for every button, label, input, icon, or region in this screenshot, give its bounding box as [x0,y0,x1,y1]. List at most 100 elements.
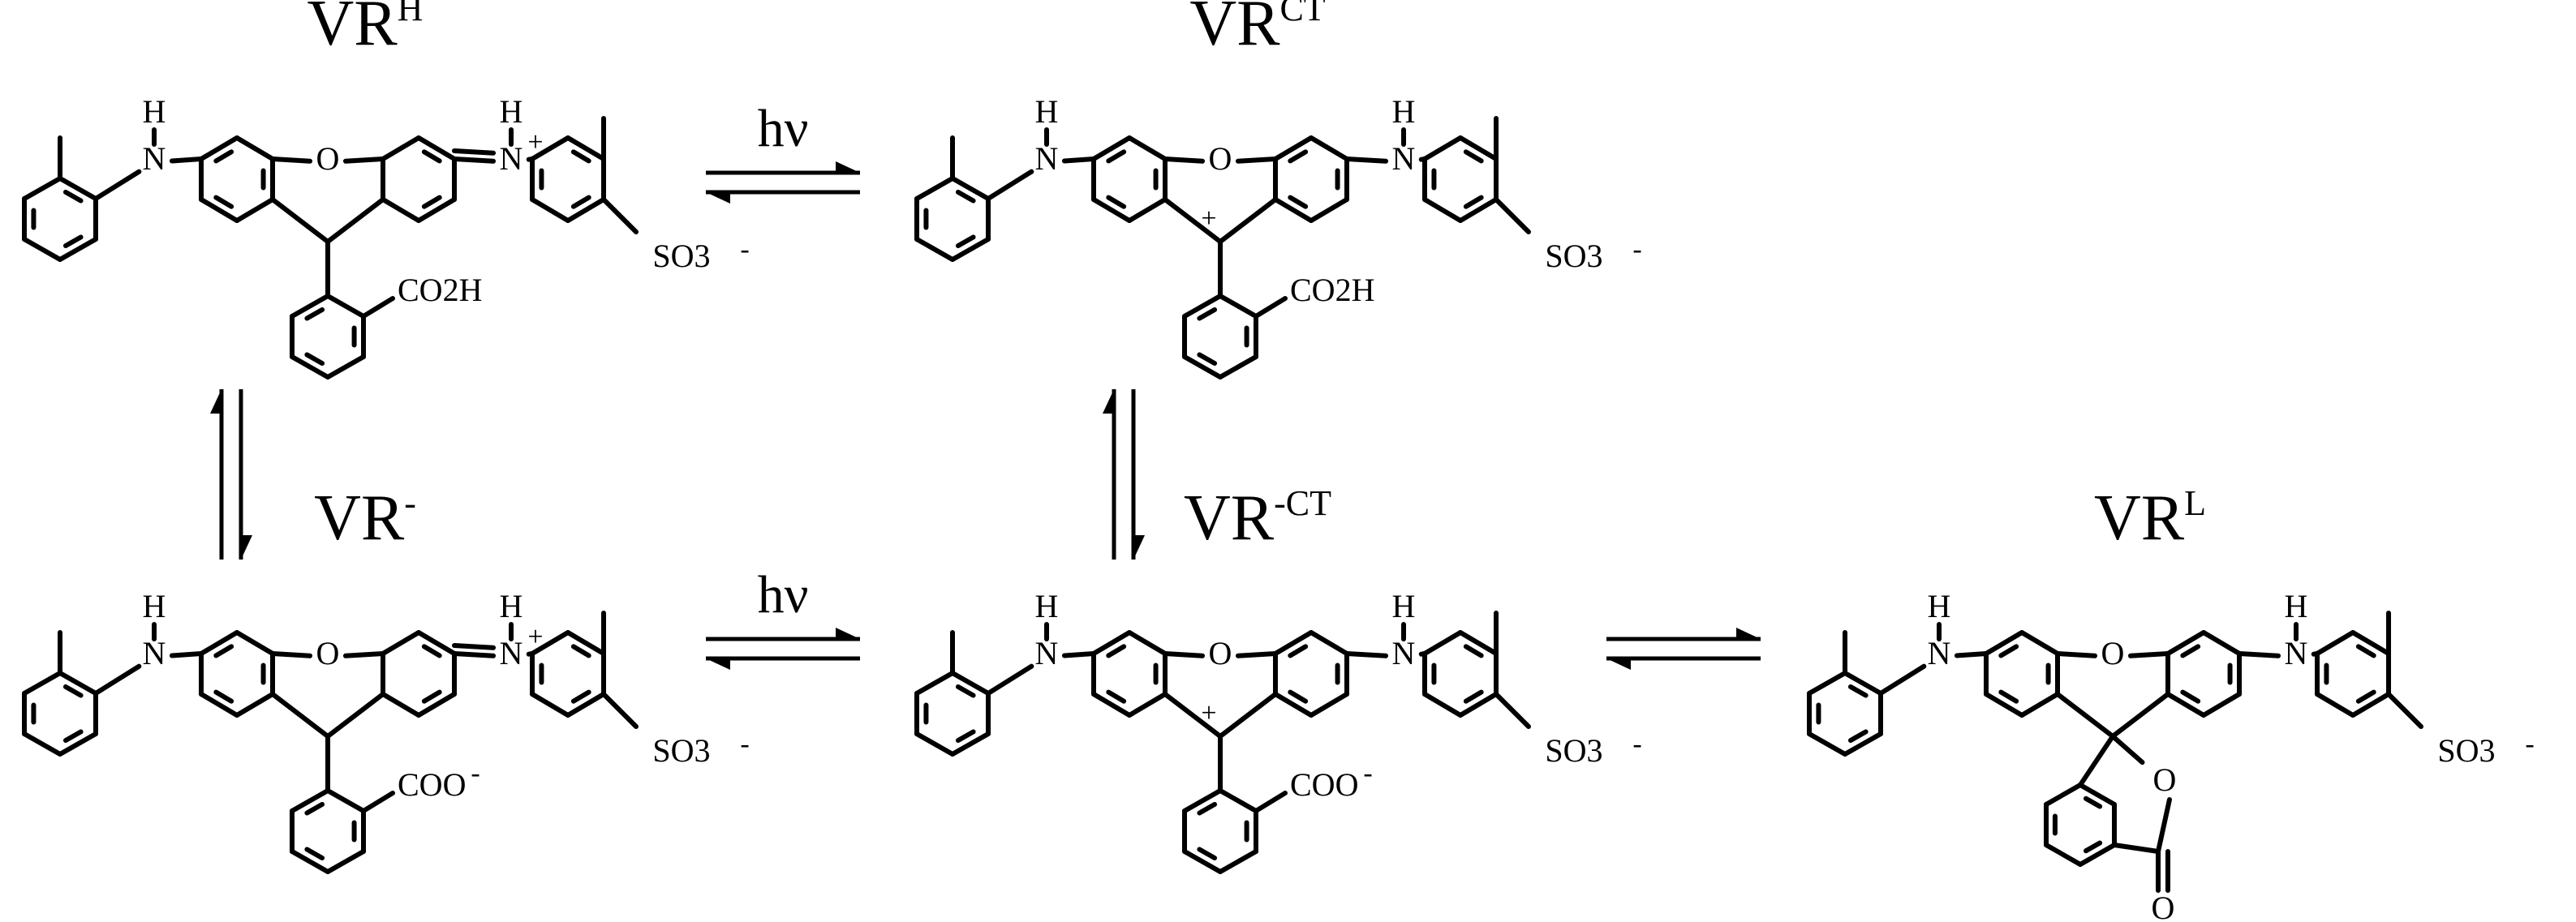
bond [2112,843,2161,854]
bond [270,197,330,244]
bond [361,296,395,319]
double-bond-line [570,644,591,658]
bond [530,692,570,718]
positive-charge: + [527,622,543,652]
species-label-base: VR [2094,482,2185,554]
hydrogen-atom: H [1392,93,1416,130]
bond [325,294,366,319]
bond [1273,692,1314,718]
double-bond-line [2180,689,2201,704]
bond [1218,692,1278,739]
species-label-vrm: VR- [314,482,416,554]
bond [2315,630,2355,656]
bond [1273,135,1314,161]
equilibrium-arrow-top-horizontal: hν [706,99,860,204]
bond [2127,651,2170,658]
oxygen-atom: O [1209,635,1232,671]
double-bond-line [570,149,591,164]
bond [381,197,421,223]
bond [566,135,606,161]
bond [22,671,62,696]
hydrogen-atom: H [2285,588,2308,624]
double-bond-line [304,307,325,321]
bond [1807,731,1847,757]
equilibrium-arrow-bottom-horizontal: hν [706,565,860,670]
double-bond-line [1106,149,1127,164]
double-bond-line [62,729,84,744]
bond [416,630,457,656]
double-bond-line [452,643,497,650]
bond [361,791,395,813]
bond [1458,197,1499,223]
bond [566,197,606,223]
bond [1843,671,1883,696]
bond [1182,294,1223,319]
double-bond-line [304,847,325,861]
bond [950,237,991,262]
acid-group: COO [1290,766,1358,803]
bond [1091,630,1132,656]
double-bond-line [2083,795,2103,809]
hydrogen-atom: H [143,588,166,624]
bond [1061,651,1096,658]
double-bond-line [1288,689,1309,704]
acid-charge: - [471,758,480,788]
bond [2078,783,2117,807]
double-bond-line [62,189,84,204]
bond [2055,651,2098,658]
bond [1163,197,1223,244]
bond [1182,849,1223,874]
sulfonate-charge: - [1632,729,1641,759]
bond [22,731,62,757]
bond [1127,630,1168,656]
acid-group: CO2H [1290,272,1374,308]
bond [530,630,570,656]
arrowhead [1736,628,1761,639]
equilibrium-arrow-center-vertical [1103,389,1145,560]
species-label-superscript: H [398,0,424,28]
positive-charge: + [527,127,543,157]
double-bond-line [421,195,442,209]
bond [1127,197,1168,223]
sulfonate-group: SO3 [652,238,710,274]
double-bond-line [1106,689,1127,704]
double-bond-line [570,689,591,704]
bond [58,671,98,696]
bond [290,788,330,813]
double-bond-line [213,149,234,164]
bond [234,692,275,718]
bond [1218,294,1258,319]
double-bond-line [304,801,325,816]
bond [2165,692,2206,718]
bond [1218,788,1258,813]
species-label-vrct: VRCT [1189,0,1325,59]
bond [1127,692,1168,718]
bond [199,630,239,656]
bond [58,176,98,201]
double-bond-line [1463,644,1484,658]
oxygen-atom: O [2101,635,2125,671]
bond [290,849,330,874]
bond [199,135,239,161]
bond [169,651,204,658]
double-bond-line [62,684,84,698]
bond [1235,157,1278,164]
arrowhead [706,192,730,204]
bond [1163,692,1223,739]
bond [381,692,421,718]
double-bond-line [2180,644,2201,658]
bond [1182,354,1223,380]
carbocation-charge: + [1201,698,1216,728]
double-bond-line [1463,149,1484,164]
bond [2019,692,2060,718]
species-label-superscript: -CT [1274,483,1331,523]
bond [2110,692,2170,739]
bond [950,671,991,696]
bond [270,157,313,164]
bond [914,731,955,757]
bond [914,671,955,696]
double-bond-line [955,729,976,744]
